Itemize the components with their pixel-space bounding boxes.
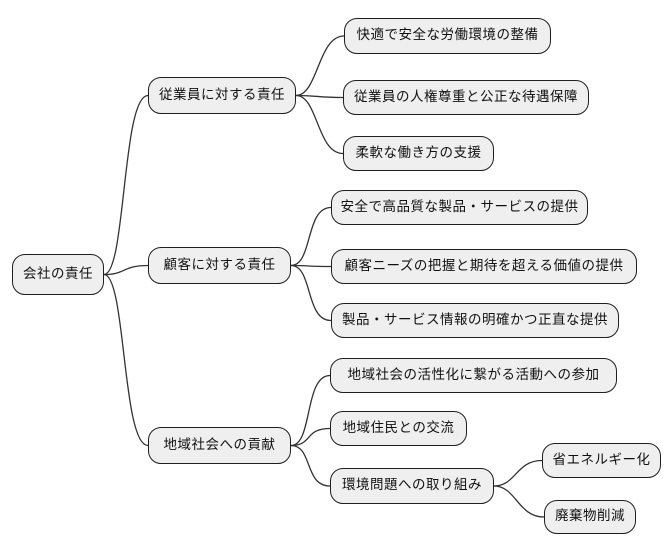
node-root[interactable]: 会社の責任 <box>12 254 104 295</box>
node-l21[interactable]: 安全で高品質な製品・サービスの提供 <box>331 190 588 225</box>
node-b3[interactable]: 地域社会への貢献 <box>148 427 291 464</box>
node-l331[interactable]: 省エネルギー化 <box>542 443 661 478</box>
node-label: 地域住民との交流 <box>342 419 455 436</box>
edge-b2-l23 <box>290 264 332 322</box>
node-l33[interactable]: 環境問題への取り組み <box>330 468 494 504</box>
edge-b2-l22 <box>290 264 332 268</box>
edge-root-b1 <box>103 94 149 276</box>
edge-b1-l11 <box>295 35 345 97</box>
node-label: 地域社会の活性化に繋がる活動への参加 <box>347 366 600 383</box>
node-l332[interactable]: 廃棄物削減 <box>544 500 636 534</box>
edge-b3-l33 <box>290 444 331 487</box>
node-label: 柔軟な働き方の支援 <box>355 144 482 161</box>
edge-l33-l331 <box>493 459 543 487</box>
edge-b2-l21 <box>290 206 332 267</box>
node-label: 安全で高品質な製品・サービスの提供 <box>340 198 579 215</box>
edge-l33-l332 <box>493 485 545 518</box>
node-label: 顧客ニーズの把握と期待を超える価値の提供 <box>344 257 624 274</box>
edge-root-b2 <box>103 264 149 276</box>
edge-b1-l12 <box>295 94 344 99</box>
node-l13[interactable]: 柔軟な働き方の支援 <box>343 136 494 171</box>
node-label: 廃棄物削減 <box>555 508 625 525</box>
node-l12[interactable]: 従業員の人権尊重と公正な待遇保障 <box>343 80 589 115</box>
node-l31[interactable]: 地域社会の活性化に繋がる活動への参加 <box>330 358 617 393</box>
node-l22[interactable]: 顧客ニーズの把握と期待を超える価値の提供 <box>331 249 637 284</box>
node-label: 地域社会への貢献 <box>163 436 276 453</box>
node-l23[interactable]: 製品・サービス情報の明確かつ正直な提供 <box>331 303 619 338</box>
edge-root-b3 <box>103 273 149 447</box>
node-b2[interactable]: 顧客に対する責任 <box>148 247 291 284</box>
node-label: 環境問題への取り組み <box>342 477 482 494</box>
node-b1[interactable]: 従業員に対する責任 <box>148 77 296 114</box>
edge-b3-l31 <box>290 374 331 447</box>
node-label: 省エネルギー化 <box>552 451 651 468</box>
edge-b3-l32 <box>290 427 331 447</box>
node-label: 快適で安全な労働環境の整備 <box>356 27 539 44</box>
node-label: 顧客に対する責任 <box>163 256 276 273</box>
node-l11[interactable]: 快適で安全な労働環境の整備 <box>344 18 551 54</box>
node-label: 従業員に対する責任 <box>159 86 285 103</box>
node-l32[interactable]: 地域住民との交流 <box>330 411 467 446</box>
node-label: 会社の責任 <box>23 265 93 282</box>
node-label: 従業員の人権尊重と公正な待遇保障 <box>354 88 578 105</box>
edge-b1-l13 <box>295 94 344 155</box>
node-label: 製品・サービス情報の明確かつ正直な提供 <box>342 311 608 328</box>
